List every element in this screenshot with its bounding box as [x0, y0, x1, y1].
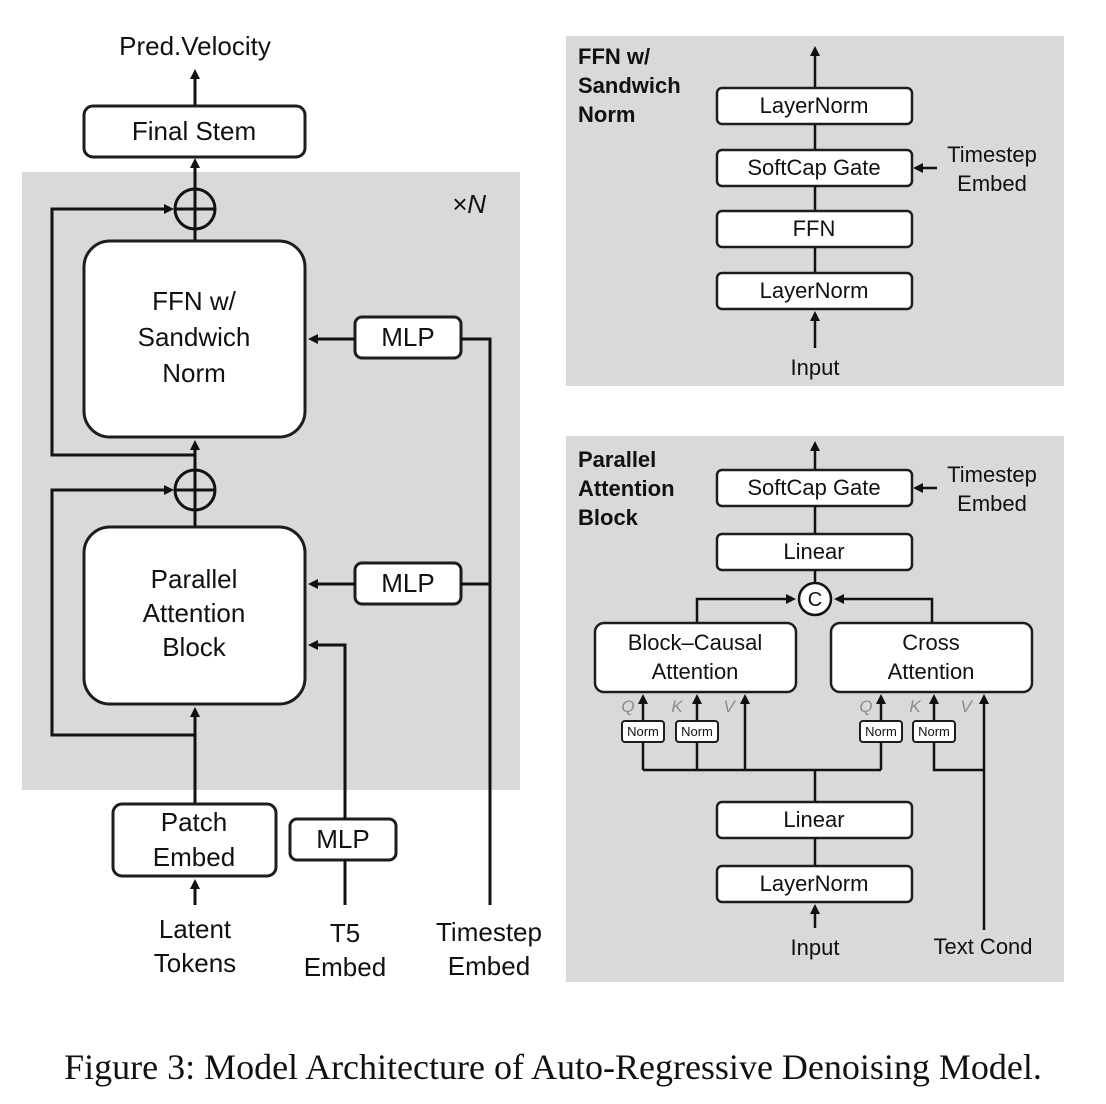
cross-to-concat — [834, 594, 934, 623]
output-label: Pred.Velocity — [119, 31, 271, 61]
attn-block-box — [82, 525, 307, 706]
t5-embed-line2: Embed — [304, 952, 386, 982]
attn-block-line3: Block — [162, 632, 227, 662]
ffn-panel-title-1: FFN w/ — [578, 44, 650, 69]
cross-attn-line2: Attention — [888, 659, 975, 684]
latent-tokens-line1: Latent — [159, 914, 232, 944]
ffn-input-label: Input — [791, 355, 840, 380]
mlp-t5-label: MLP — [316, 824, 369, 854]
cross-attn-line1: Cross — [902, 630, 959, 655]
norm-q-left: Norm — [627, 724, 659, 739]
ffn-block-line3: Norm — [162, 358, 226, 388]
timestep-line — [461, 337, 492, 905]
final-stem-box — [82, 104, 307, 159]
norm-q-right: Norm — [865, 724, 897, 739]
figure-caption: Figure 3: Model Architecture of Auto-Reg… — [64, 1047, 1042, 1087]
attn-panel-title-3: Block — [578, 505, 639, 530]
attn-timestep-1: Timestep — [947, 462, 1037, 487]
timestep-embed-line1: Timestep — [436, 917, 542, 947]
attn-layernorm: LayerNorm — [760, 871, 869, 896]
ffn-timestep-1: Timestep — [947, 142, 1037, 167]
attn-linear-top: Linear — [783, 539, 844, 564]
attn-linear-bottom: Linear — [783, 807, 844, 832]
ffn-ffn: FFN — [793, 216, 836, 241]
attn-timestep-2: Embed — [957, 491, 1027, 516]
patch-embed-box — [111, 802, 278, 878]
repeat-label: ×N — [452, 189, 486, 219]
ffn-residual-path — [50, 204, 195, 457]
ffn-panel-title-3: Norm — [578, 102, 635, 127]
attn-residual-path — [50, 485, 195, 737]
v-label-right: V — [960, 697, 973, 716]
t5-embed-line1: T5 — [330, 918, 360, 948]
text-cond-label: Text Cond — [933, 934, 1032, 959]
attn-input-label: Input — [791, 935, 840, 960]
block-causal-to-concat — [695, 594, 796, 623]
text-cond-to-k — [932, 742, 984, 772]
ffn-block-box — [82, 239, 307, 439]
ffn-softcap: SoftCap Gate — [747, 155, 880, 180]
mlp-ffn-label: MLP — [381, 322, 434, 352]
mlp-t5-box — [288, 817, 398, 862]
patch-embed-line2: Embed — [153, 842, 235, 872]
attn-softcap: SoftCap Gate — [747, 475, 880, 500]
t5-to-attn-arrow — [308, 640, 347, 819]
ffn-layernorm-bottom: LayerNorm — [760, 278, 869, 303]
ffn-layernorm-top: LayerNorm — [760, 93, 869, 118]
block-causal-line1: Block–Causal — [628, 630, 763, 655]
timestep-embed-line2: Embed — [448, 951, 530, 981]
block-causal-box — [593, 621, 798, 694]
ffn-timestep-2: Embed — [957, 171, 1027, 196]
attn-layernorm-box — [715, 864, 914, 904]
attn-block-line2: Attention — [143, 598, 246, 628]
final-stem-label: Final Stem — [132, 116, 256, 146]
concat-icon — [797, 581, 833, 617]
q-label-left: Q — [621, 697, 634, 716]
concat-label: C — [808, 589, 822, 611]
ffn-block-line1: FFN w/ — [152, 286, 237, 316]
ffn-panel-title-2: Sandwich — [578, 73, 681, 98]
ffn-block-line2: Sandwich — [138, 322, 251, 352]
block-causal-line2: Attention — [652, 659, 739, 684]
attn-panel-title-1: Parallel — [578, 447, 656, 472]
k-label-right: K — [909, 697, 921, 716]
mlp-attn-label: MLP — [381, 568, 434, 598]
v-label-left: V — [723, 697, 736, 716]
norm-k-right: Norm — [918, 724, 950, 739]
k-label-left: K — [671, 697, 683, 716]
latent-tokens-line2: Tokens — [154, 948, 236, 978]
ffn-layernorm-bottom-box — [715, 271, 914, 311]
attn-block-line1: Parallel — [151, 564, 238, 594]
attn-panel-title-2: Attention — [578, 476, 675, 501]
q-label-right: Q — [859, 697, 872, 716]
patch-embed-line1: Patch — [161, 807, 228, 837]
norm-k-left: Norm — [681, 724, 713, 739]
cross-attn-box — [829, 621, 1034, 694]
